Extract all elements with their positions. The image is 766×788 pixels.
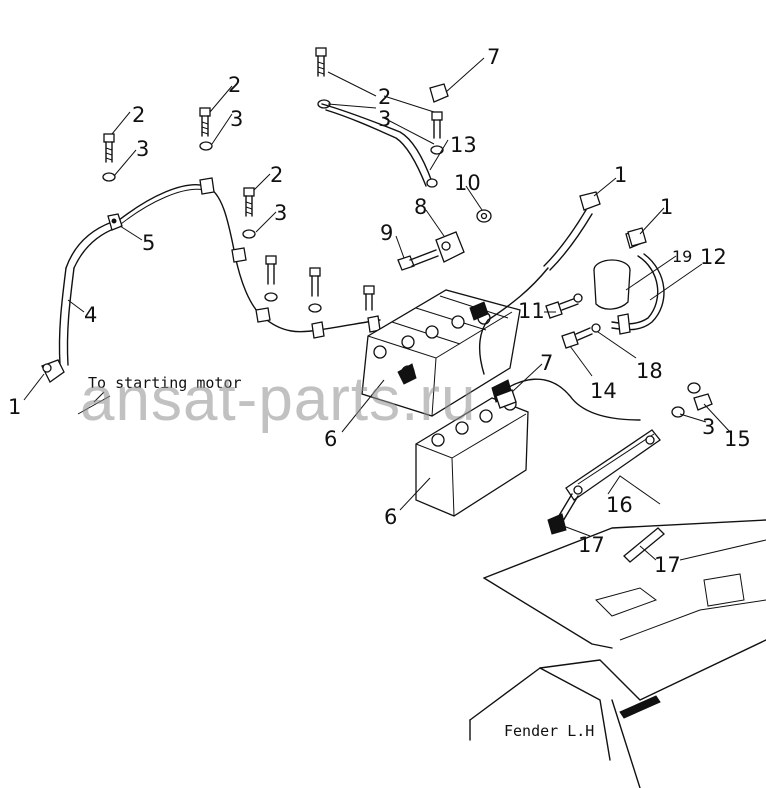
callout-1: 1 bbox=[660, 195, 673, 219]
callout-3: 3 bbox=[702, 415, 715, 439]
callout-1: 1 bbox=[614, 163, 627, 187]
callout-17: 17 bbox=[578, 533, 605, 557]
clamp-5 bbox=[107, 213, 123, 231]
leader-lines bbox=[23, 57, 731, 561]
callout-10: 10 bbox=[454, 171, 481, 195]
callout-18: 18 bbox=[636, 359, 663, 383]
callout-7: 7 bbox=[487, 45, 500, 69]
cap-7-mid bbox=[495, 389, 517, 409]
bolt-17-left bbox=[547, 493, 579, 535]
strap-13 bbox=[321, 103, 444, 188]
nuts-3-15 bbox=[671, 382, 713, 418]
extra-bolts bbox=[264, 255, 375, 313]
callout-3: 3 bbox=[378, 107, 391, 131]
callout-15: 15 bbox=[724, 427, 751, 451]
bolt-2-washer-3-group-d bbox=[315, 47, 331, 109]
bolt-14-washer-18 bbox=[561, 323, 601, 349]
harness-clips bbox=[199, 177, 381, 339]
note-starting-motor: To starting motor bbox=[88, 374, 242, 392]
bolt-2-washer-3-group-a bbox=[102, 133, 116, 182]
bolt-2-washer-3-group-c bbox=[242, 187, 256, 239]
callout-7: 7 bbox=[540, 351, 553, 375]
callout-6: 6 bbox=[384, 505, 397, 529]
callout-4: 4 bbox=[84, 303, 97, 327]
cable-1-upper bbox=[478, 191, 601, 375]
watermark: ansat-parts.ru bbox=[80, 365, 477, 434]
bolt-2-washer-3-group-b bbox=[199, 107, 213, 151]
bracket-8 bbox=[435, 231, 465, 263]
cap-7-top bbox=[429, 83, 449, 103]
callout-3: 3 bbox=[136, 137, 149, 161]
callout-17: 17 bbox=[654, 553, 681, 577]
callout-14: 14 bbox=[590, 379, 617, 403]
callout-3: 3 bbox=[274, 201, 287, 225]
terminal-1-left bbox=[41, 359, 65, 383]
callout-5: 5 bbox=[142, 231, 155, 255]
bolt-17-right bbox=[623, 527, 665, 563]
holder-bar-16 bbox=[565, 429, 661, 501]
callout-16: 16 bbox=[606, 493, 633, 517]
callout-2: 2 bbox=[378, 85, 391, 109]
callout-13: 13 bbox=[450, 133, 477, 157]
fender-lh-outline bbox=[469, 519, 766, 788]
callout-2: 2 bbox=[132, 103, 145, 127]
cover-19 bbox=[593, 259, 631, 310]
nut-10 bbox=[476, 209, 492, 223]
callout-8: 8 bbox=[414, 195, 427, 219]
callout-3: 3 bbox=[230, 107, 243, 131]
callout-6: 6 bbox=[324, 427, 337, 451]
callout-19: 19 bbox=[672, 247, 692, 266]
callout-11: 11 bbox=[518, 299, 545, 323]
note-fender: Fender L.H bbox=[504, 722, 594, 740]
callout-9: 9 bbox=[380, 221, 393, 245]
callout-2: 2 bbox=[228, 73, 241, 97]
callout-2: 2 bbox=[270, 163, 283, 187]
cable-4 bbox=[58, 221, 117, 366]
battery-6-lower bbox=[415, 379, 529, 517]
battery-6-upper bbox=[361, 289, 521, 417]
bolt-9 bbox=[397, 249, 439, 271]
bolt-11 bbox=[545, 293, 583, 319]
harness-wire bbox=[113, 184, 381, 333]
callout-12: 12 bbox=[700, 245, 727, 269]
callout-1: 1 bbox=[8, 395, 21, 419]
